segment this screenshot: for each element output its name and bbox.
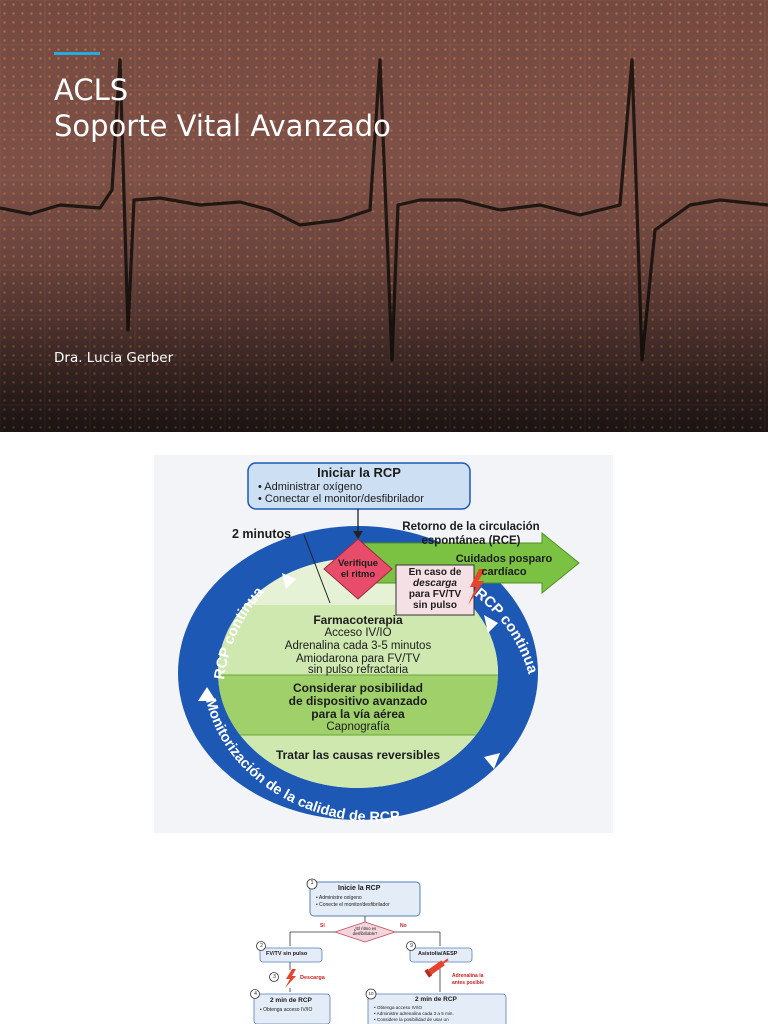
acls-cycle-diagram: RCP continua RCP continua Monitorización…	[154, 455, 613, 833]
airway-line-2: de dispositivo avanzado	[288, 694, 428, 708]
step-1-bullet-1: • Administre oxígeno	[316, 895, 362, 901]
step-1-bullet-2: • Conecte el monitor/desfibrilador	[316, 902, 390, 908]
pharma-line-4: sin pulso refractaria	[307, 664, 409, 676]
post-care-line-2: cardíaco	[481, 566, 527, 578]
post-care-line-1: Cuidados posparo	[455, 553, 553, 565]
shock-line-3: para FV/TV	[408, 589, 462, 600]
check-rhythm-line-2: el ritmo	[340, 569, 376, 580]
title-accent-bar	[54, 52, 100, 55]
cycle-graphics: RCP continua RCP continua Monitorización…	[178, 462, 580, 826]
pharma-line-3: Amiodarona para FV/TV	[295, 653, 420, 665]
step-4-bullet-1: • Obtenga acceso IV/IO	[260, 1007, 313, 1013]
step-10-number: 10	[368, 991, 374, 996]
step-1-number: 1	[310, 880, 314, 886]
algorithm-graphics	[250, 878, 507, 1024]
check-rhythm-diamond	[323, 538, 393, 600]
step-3-number: 3	[273, 974, 276, 980]
title-line-acls: ACLS	[54, 73, 129, 107]
start-box-bullet-2: • Conectar el monitor/desfibrilador	[258, 493, 424, 505]
step-9-number: 9	[410, 943, 413, 949]
title-line-subtitle: Soporte Vital Avanzado	[54, 109, 391, 143]
step-10-bullet-1: • Obtenga acceso IV/IO	[374, 1005, 423, 1010]
step-3-label: Descarga	[300, 975, 325, 981]
decision-yes: Sí	[320, 923, 325, 929]
syringe-icon	[424, 958, 449, 978]
hero-banner: ACLS Soporte Vital Avanzado Dra. Lucia G…	[0, 0, 768, 432]
capnography-label: Capnografía	[326, 721, 390, 733]
step-9-label: Asistolia/AESP	[418, 951, 458, 957]
airway-line-1: Considerar posibilidad	[292, 681, 424, 695]
step-1-title: Inicie la RCP	[338, 885, 381, 892]
reversible-causes-label: Tratar las causas reversibles	[275, 748, 441, 762]
step-2-label: FV/TV sin pulso	[266, 951, 308, 957]
author-name: Dra. Lucia Gerber	[54, 350, 174, 366]
page-title: ACLS Soporte Vital Avanzado	[54, 72, 391, 144]
decision-no: No	[400, 923, 407, 929]
step-10-bullet-2: • Administre adrenalina cada 3 a 5 min.	[374, 1011, 454, 1016]
lightning-icon	[285, 969, 296, 988]
airway-line-3: para la vía aérea	[311, 707, 405, 721]
shock-line-4: sin pulso	[413, 600, 457, 611]
step-10-bullet-3: • Considere la posibilidad de usar un	[374, 1017, 449, 1022]
ring-arrows	[198, 573, 500, 769]
decision-question: ¿El ritmo es desfibrilable?	[352, 926, 378, 936]
shock-box	[395, 564, 475, 616]
step-4-title: 2 min de RCP	[270, 997, 312, 1004]
pharma-line-1: Acceso IV/IO	[324, 627, 392, 639]
ecg-background	[0, 0, 768, 432]
rce-label-line-1: Retorno de la circulación	[402, 521, 540, 533]
step-2-number: 2	[260, 943, 263, 949]
rce-label-line-2: espontánea (RCE)	[421, 535, 521, 547]
acls-flow-algorithm: 1 Inicie la RCP • Administre oxígeno • C…	[240, 876, 520, 1024]
two-minutes-label: 2 minutos	[232, 527, 292, 541]
start-box-title: Iniciar la RCP	[317, 465, 401, 480]
adrenaline-line-2: antes posible	[452, 980, 484, 986]
shock-line-2: descarga	[413, 578, 457, 589]
pharma-line-2: Adrenalina cada 3-5 minutos	[284, 640, 432, 652]
step-10-title: 2 min de RCP	[415, 996, 457, 1003]
check-rhythm-line-1: Verifique	[337, 558, 379, 569]
pharma-title: Farmacoterapia	[313, 613, 403, 627]
adrenaline-line-1: Adrenalina la	[452, 973, 484, 979]
start-box	[247, 462, 471, 510]
shock-line-1: En caso de	[408, 567, 462, 578]
start-box-bullet-1: • Administrar oxígeno	[258, 481, 363, 493]
lightning-icon	[468, 569, 486, 605]
step-4-number: 4	[254, 991, 257, 997]
